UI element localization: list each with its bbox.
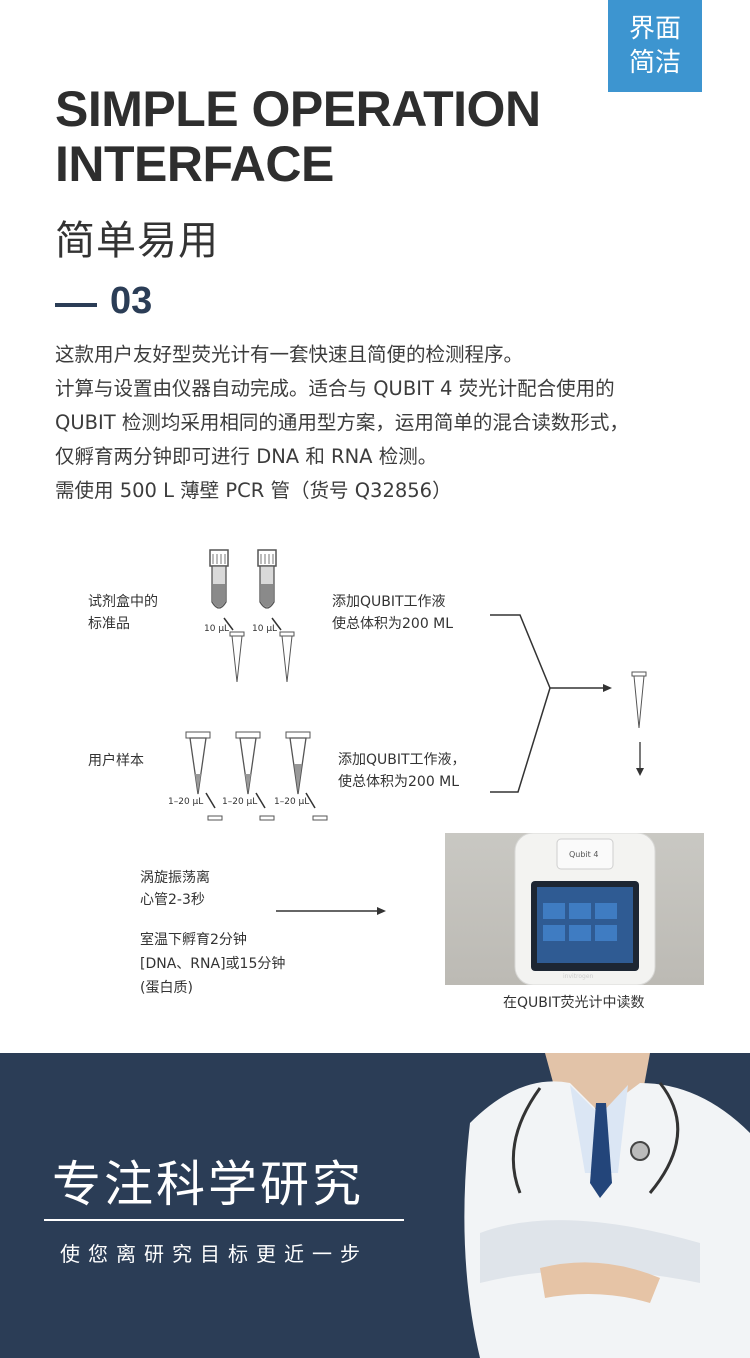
sample-tube-icon: [235, 731, 261, 795]
standard-tube-icon: [257, 549, 277, 609]
sample-volume-label: 1–20 μL: [168, 797, 204, 807]
pcr-tube-icon: [279, 631, 295, 683]
description-line: QUBIT 检测均采用相同的通用型方案，运用简单的混合读数形式，: [55, 411, 629, 434]
feature-badge: 界面 简洁: [608, 0, 702, 92]
description-line: 需使用 500 L 薄壁 PCR 管（货号 Q32856）: [55, 479, 452, 502]
vortex-text: 涡旋振荡离 心管2-3秒: [140, 870, 210, 908]
incubate-text: 室温下孵育2分钟 [DNA、RNA]或15分钟 (蛋白质): [140, 932, 286, 996]
workflow-diagram: 试剂盒中的 标准品: [0, 520, 750, 1040]
pcr-tube-icon: [229, 631, 245, 683]
badge-line-2: 简洁: [628, 48, 681, 78]
section-number: 03: [110, 280, 153, 322]
device-brand: Qubit 4: [569, 850, 599, 859]
section-divider: [55, 303, 97, 307]
qubit-instrument-image: Qubit 4 invitrogen: [445, 833, 704, 985]
standards-label: 试剂盒中的 标准品: [88, 594, 158, 632]
english-title-line-2: INTERFACE: [55, 136, 334, 192]
user-sample-label: 用户样本: [88, 753, 144, 769]
read-caption: 在QUBIT荧光计中读数: [503, 995, 645, 1011]
add-reagent-text-1: 添加QUBIT工作液 使总体积为200 ML: [332, 594, 454, 632]
sample-volume-label: 1–20 μL: [274, 797, 310, 807]
description: 这款用户友好型荧光计有一套快速且简便的检测程序。 计算与设置由仪器自动完成。适合…: [55, 338, 735, 508]
footer-divider: [44, 1219, 404, 1221]
english-title: SIMPLE OPERATION INTERFACE: [55, 82, 615, 192]
description-line: 仅孵育两分钟即可进行 DNA 和 RNA 检测。: [55, 445, 438, 468]
english-title-line-1: SIMPLE OPERATION: [55, 81, 541, 137]
sample-tube-icon: [185, 731, 211, 795]
workflow-drawing: [185, 549, 647, 915]
sample-volume-label: 1–20 μL: [222, 797, 258, 807]
device-maker: invitrogen: [563, 973, 594, 980]
description-line: 这款用户友好型荧光计有一套快速且简便的检测程序。: [55, 343, 524, 366]
footer-slogan: 专注科学研究: [52, 1156, 365, 1213]
standard-volume-label: 10 μL: [204, 624, 230, 634]
chinese-title: 简单易用: [55, 218, 219, 264]
badge-line-1: 界面: [628, 14, 681, 44]
final-tube-icon: [631, 671, 647, 729]
add-reagent-text-2: 添加QUBIT工作液， 使总体积为200 ML: [338, 752, 466, 790]
sample-tube-icon: [285, 731, 311, 795]
footer-banner: 专注科学研究 使您离研究目标更近一步: [0, 1053, 750, 1358]
standard-volume-label: 10 μL: [252, 624, 278, 634]
description-line: 计算与设置由仪器自动完成。适合与 QUBIT 4 荧光计配合使用的: [55, 377, 615, 400]
doctor-image: [464, 1053, 750, 1358]
standard-tube-icon: [209, 549, 229, 609]
footer-sub-slogan: 使您离研究目标更近一步: [60, 1242, 368, 1266]
